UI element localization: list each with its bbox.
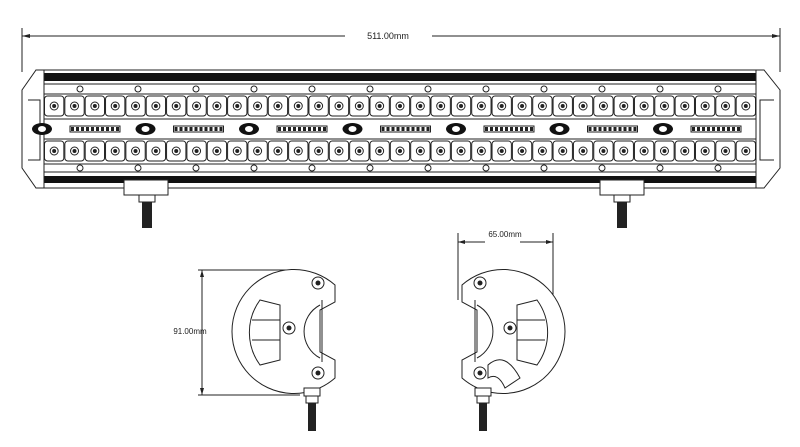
height-label: 91.00mm — [173, 327, 207, 336]
depth-dimension: 65.00mm — [457, 230, 554, 300]
led-strip — [173, 125, 224, 133]
screw-icon — [540, 164, 548, 172]
screw-icon — [714, 85, 722, 93]
right-mount-bracket — [599, 179, 645, 228]
screw-icon — [656, 85, 664, 93]
led-strip — [276, 125, 328, 133]
screw-icon — [482, 85, 490, 93]
left-mount-bracket — [123, 179, 169, 228]
screw-icon — [134, 164, 142, 172]
side-view-right — [461, 269, 566, 431]
side-view-left — [231, 269, 336, 431]
screw-icon — [482, 164, 490, 172]
screw-icon — [366, 164, 374, 172]
screw-icon — [598, 85, 606, 93]
led-strip — [380, 125, 431, 133]
led-strip — [587, 125, 638, 133]
screw-icon — [424, 164, 432, 172]
screw-icon — [250, 164, 258, 172]
screw-icon — [192, 164, 200, 172]
screw-icon — [540, 85, 548, 93]
screw-icon — [250, 85, 258, 93]
length-dimension: 511.00mm — [21, 28, 781, 72]
screw-icon — [192, 85, 200, 93]
screw-icon — [366, 85, 374, 93]
screw-icon — [656, 164, 664, 172]
led-strip — [483, 125, 535, 133]
screw-icon — [134, 85, 142, 93]
screw-icon — [598, 164, 606, 172]
screw-icon — [308, 85, 316, 93]
screw-icon — [76, 164, 84, 172]
light-bar-front-view — [21, 69, 781, 228]
screw-icon — [76, 85, 84, 93]
led-strip — [690, 125, 742, 133]
screw-icon — [424, 85, 432, 93]
length-label: 511.00mm — [367, 31, 409, 41]
bottom-heatsink-strip — [40, 176, 760, 183]
led-strip — [69, 125, 121, 133]
height-dimension: 91.00mm — [173, 269, 300, 396]
top-heatsink-strip — [40, 73, 760, 81]
depth-label: 65.00mm — [488, 230, 522, 239]
screw-icon — [714, 164, 722, 172]
screw-icon — [308, 164, 316, 172]
